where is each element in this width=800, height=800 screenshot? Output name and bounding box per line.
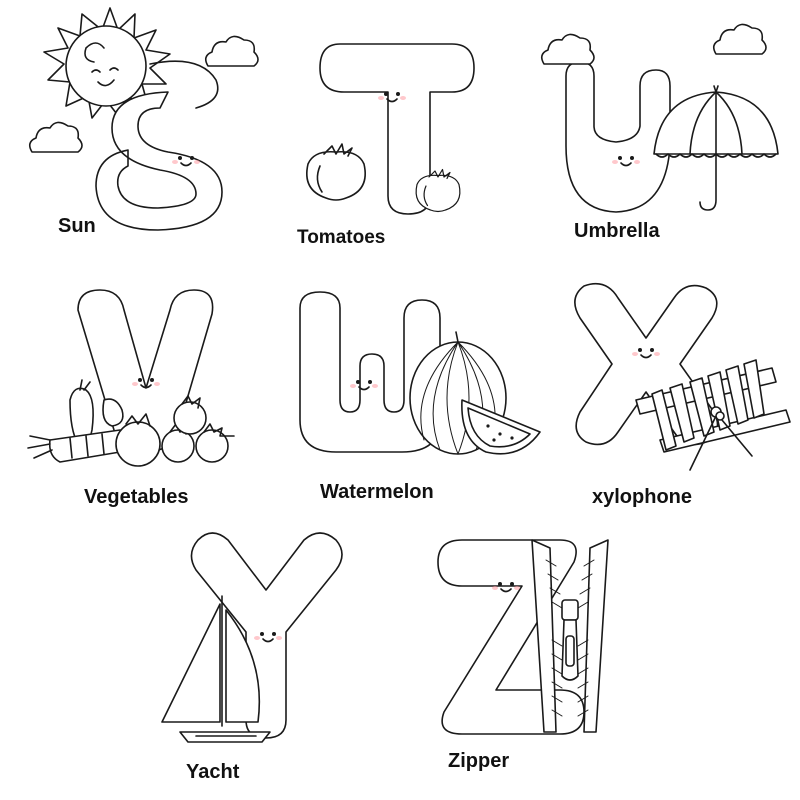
word-label-vegetables: Vegetables — [84, 486, 189, 508]
yacht-illustration — [161, 595, 271, 743]
letter-u-shape — [565, 61, 671, 213]
word-label-umbrella: Umbrella — [574, 220, 660, 242]
word-label-xylophone: xylophone — [592, 486, 693, 508]
card-sun — [28, 7, 259, 231]
word-label-zipper: Zipper — [448, 750, 510, 772]
word-label-sun: Sun — [58, 215, 96, 237]
sun-illustration — [43, 7, 219, 119]
letter-y-shape — [190, 532, 343, 739]
word-label-watermelon: Watermelon — [320, 481, 434, 503]
word-label-tomatoes: Tomatoes — [297, 227, 386, 248]
cloud-icon — [540, 33, 595, 65]
letter-z-shape — [437, 539, 585, 735]
card-zipper — [437, 539, 609, 735]
card-xylophone — [574, 282, 791, 471]
watermelon-illustration — [409, 331, 541, 455]
zipper-illustration — [531, 539, 609, 733]
card-watermelon — [299, 291, 541, 455]
umbrella-illustration — [653, 85, 779, 211]
card-tomatoes — [305, 43, 475, 215]
tomato-icon — [305, 143, 367, 201]
word-label-yacht: Yacht — [186, 761, 240, 783]
card-vegetables — [27, 289, 235, 467]
xylophone-illustration — [635, 359, 791, 471]
letter-x-shape — [574, 282, 719, 446]
letter-t-shape — [319, 43, 475, 215]
letter-s-shape — [95, 91, 223, 231]
card-umbrella — [540, 23, 779, 213]
card-yacht — [161, 532, 343, 743]
cloud-icon — [712, 23, 767, 55]
cloud-icon — [28, 121, 83, 153]
cloud-icon — [204, 35, 259, 67]
vegetables-illustration — [27, 379, 235, 467]
